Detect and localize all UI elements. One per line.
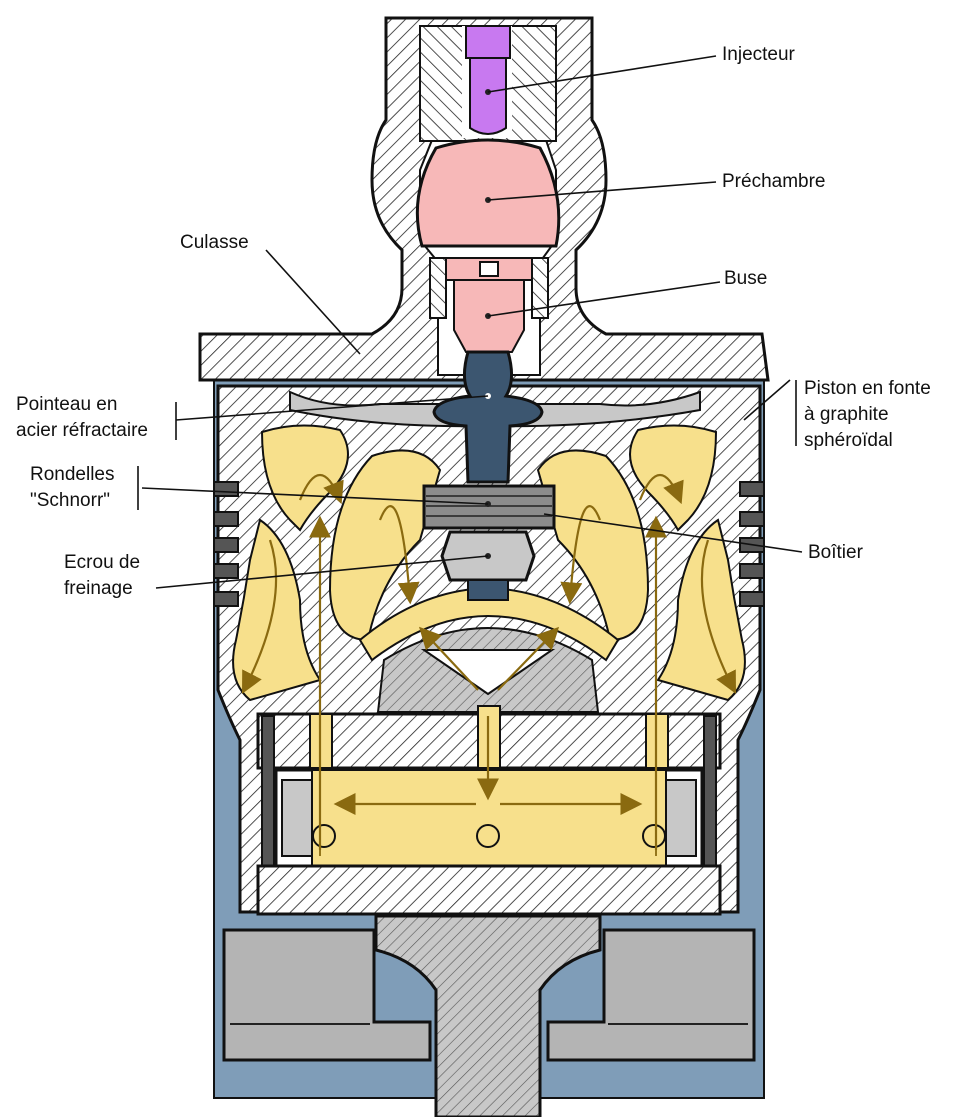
injector xyxy=(465,25,511,135)
schnorr-washers xyxy=(422,484,556,530)
prechamber xyxy=(415,138,561,248)
label-injecteur: Injecteur xyxy=(722,44,796,65)
label-culasse: Culasse xyxy=(180,232,249,253)
label-prechambre: Préchambre xyxy=(722,171,826,192)
connecting-rod xyxy=(374,914,602,1117)
leader-lines xyxy=(137,55,803,589)
label-piston-line2: à graphite xyxy=(804,404,889,425)
lower-boss xyxy=(256,864,722,916)
label-piston-line3: sphéroïdal xyxy=(804,430,893,451)
label-pointeau-line2: acier réfractaire xyxy=(16,420,148,441)
label-ecrou-line1: Ecrou de xyxy=(64,552,140,573)
oil-flow-arrows xyxy=(241,473,737,860)
labels: Injecteur Préchambre Culasse Buse Pointe… xyxy=(16,44,931,599)
piston-skirt xyxy=(222,928,756,1062)
label-rondelles-line2: "Schnorr" xyxy=(30,490,110,511)
label-piston-line1: Piston en fonte xyxy=(804,378,931,399)
label-buse: Buse xyxy=(724,268,767,289)
gudgeon-pin xyxy=(261,715,717,915)
label-rondelles-line1: Rondelles xyxy=(30,464,115,485)
piston-rings-right xyxy=(739,481,765,607)
label-ecrou-line2: freinage xyxy=(64,578,133,599)
label-boitier: Boîtier xyxy=(808,542,864,563)
piston-rings-left xyxy=(213,481,239,607)
label-pointeau-line1: Pointeau en xyxy=(16,394,117,415)
